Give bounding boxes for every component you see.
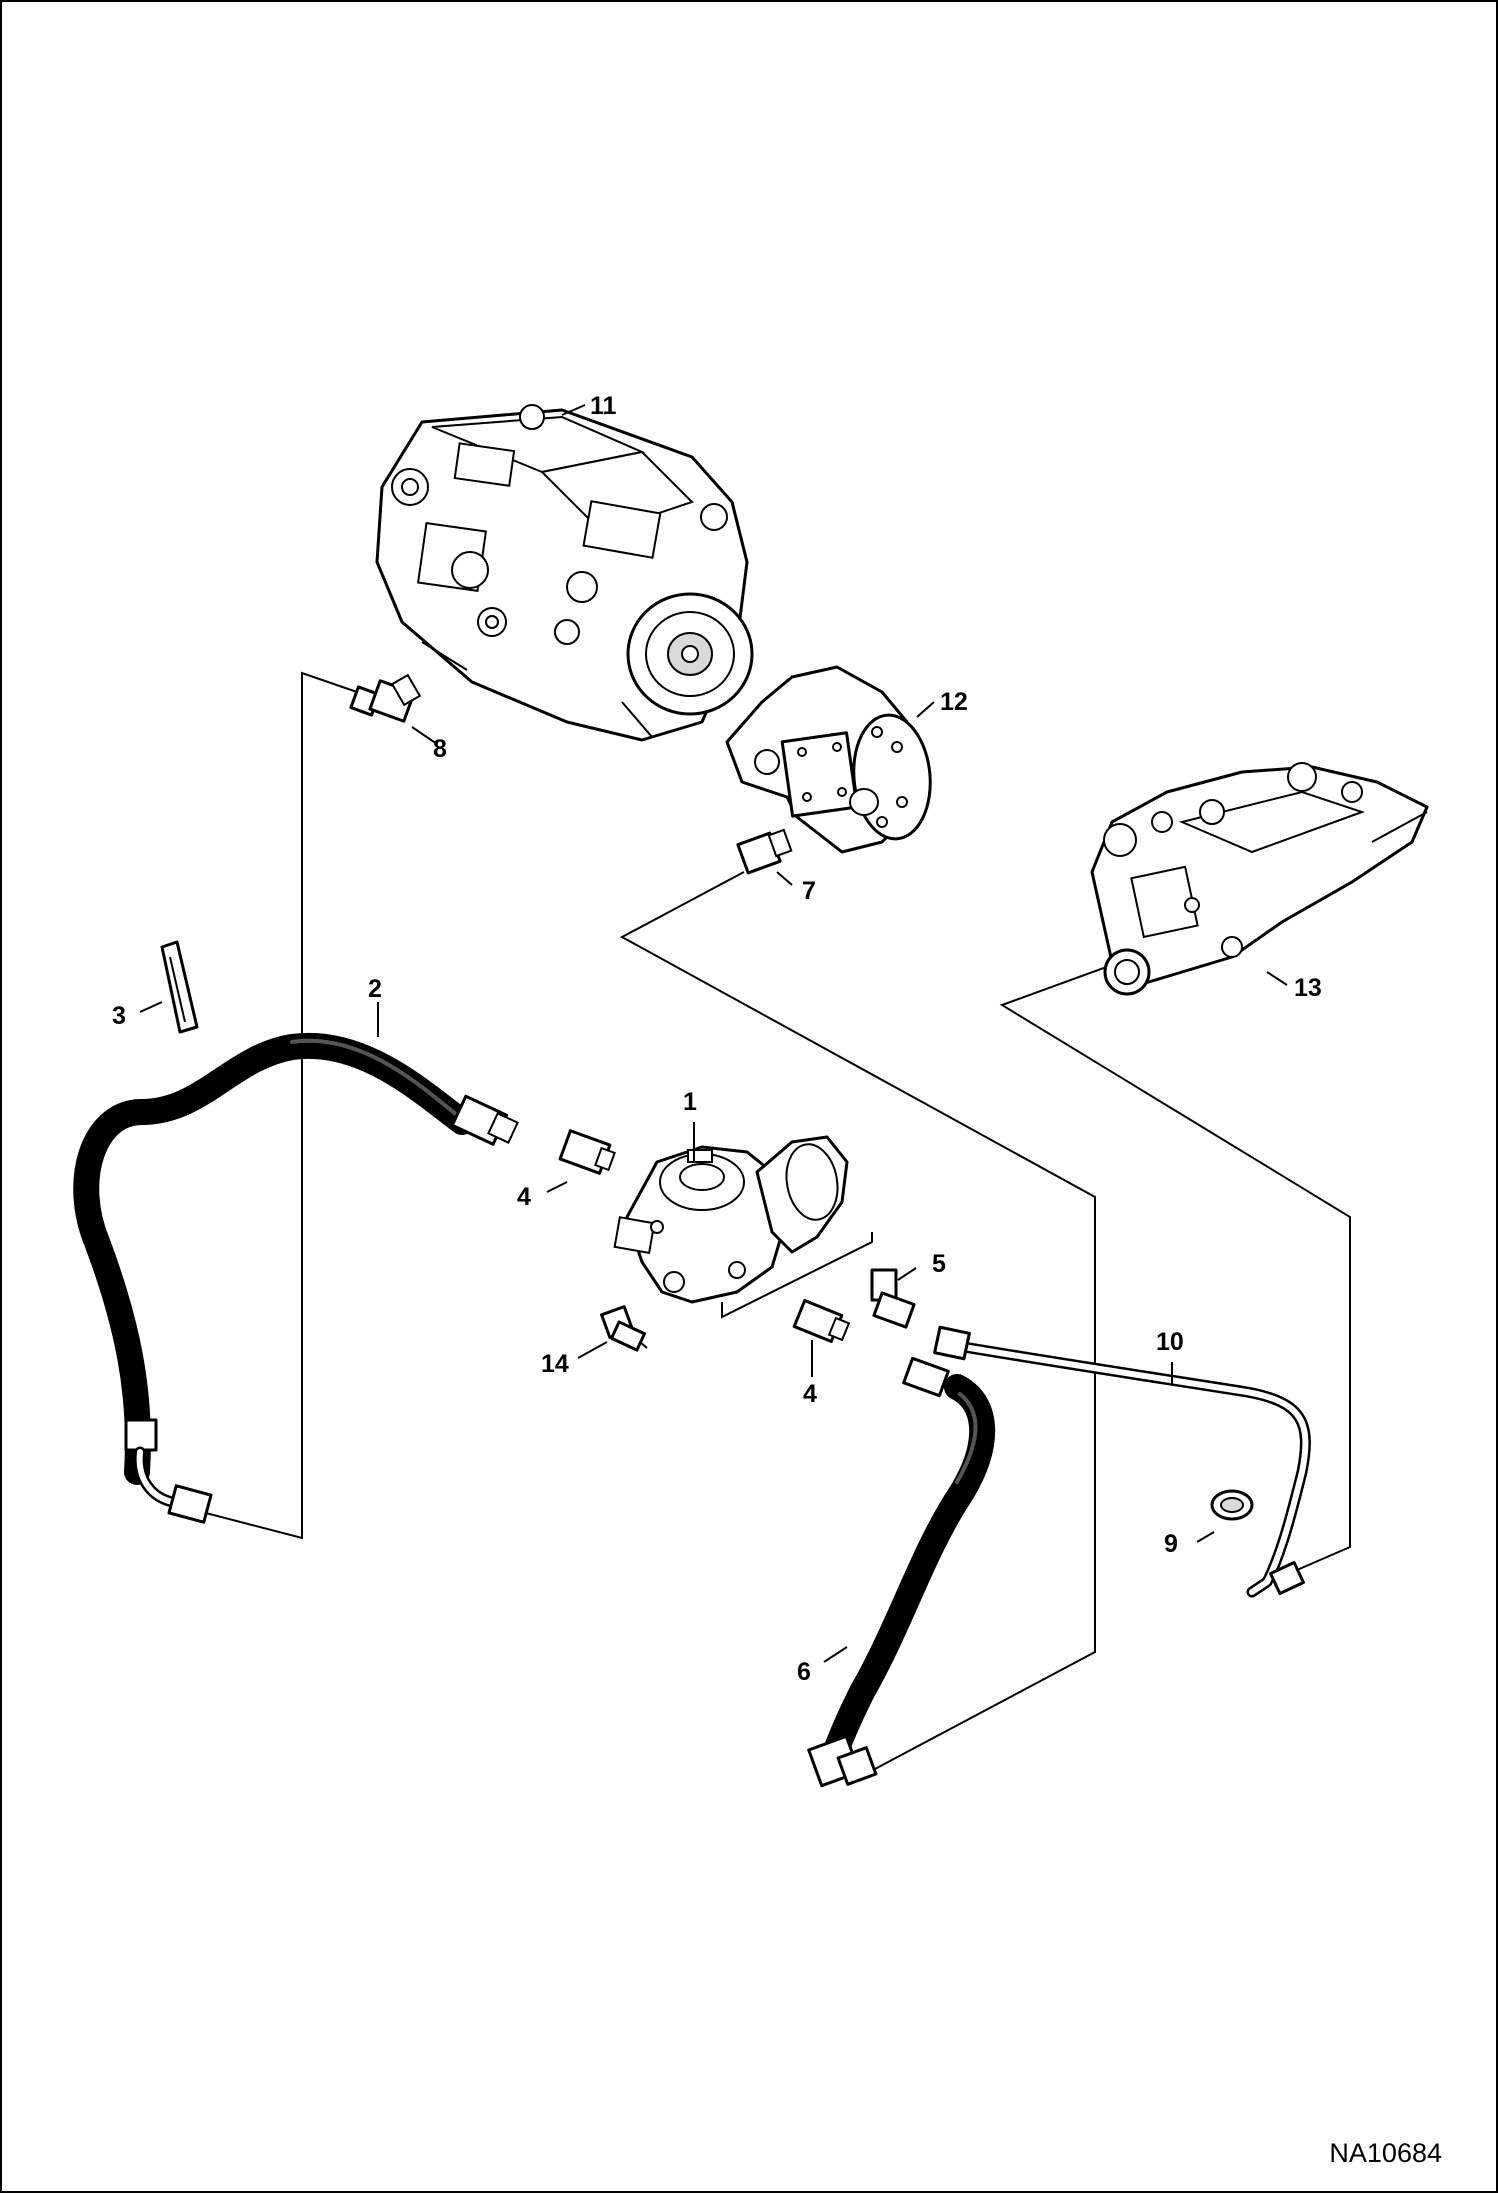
filter-assembly-part-1 (613, 1135, 849, 1304)
callout-5: 5 (932, 1250, 946, 1278)
hydrostatic-pump-part-11 (375, 404, 754, 742)
callout-7: 7 (802, 877, 816, 905)
control-valve-part-13 (1090, 762, 1429, 996)
callout-10: 10 (1156, 1328, 1184, 1356)
callout-11: 11 (590, 392, 617, 420)
leader-11 (561, 404, 586, 416)
callout-13: 13 (1294, 974, 1322, 1002)
adapter-part-4b (792, 1299, 851, 1343)
route-7-to-6 (619, 871, 1096, 1770)
callout-4b: 4 (803, 1380, 817, 1408)
leader-3 (139, 1001, 163, 1013)
clamp-part-3 (160, 940, 199, 1034)
hose-part-2 (73, 1032, 519, 1524)
leader-8 (411, 726, 438, 745)
callouts: 1 2 3 4 4 5 6 7 8 9 10 11 12 13 14 (112, 392, 1322, 1686)
callout-9: 9 (1164, 1530, 1178, 1558)
route-8-to-2 (201, 671, 358, 1540)
leader-7 (776, 871, 793, 886)
elbow-fitting-part-8 (349, 673, 422, 723)
callout-3: 3 (112, 1002, 126, 1030)
leader-4b-bracket (721, 1232, 873, 1319)
callout-6: 6 (797, 1658, 811, 1686)
callout-4a: 4 (517, 1183, 531, 1211)
grommet-part-9 (1210, 1489, 1254, 1521)
leader-lines (139, 404, 1288, 1663)
callout-1: 1 (683, 1088, 697, 1116)
callout-14: 14 (541, 1350, 569, 1378)
route-13-to-10 (999, 944, 1351, 1571)
callout-8: 8 (433, 735, 447, 763)
leader-6 (823, 1646, 848, 1663)
elbow-fitting-part-14 (600, 1305, 648, 1352)
leader-14 (577, 1341, 608, 1359)
leader-5 (897, 1267, 917, 1281)
drawing-number: NA10684 (1329, 2138, 1442, 2168)
leader-4a (546, 1181, 568, 1193)
callout-12: 12 (940, 688, 968, 716)
fitting-part-7 (736, 828, 793, 875)
leader-13 (1266, 971, 1288, 986)
adapter-part-4a (558, 1129, 616, 1175)
tube-part-10 (933, 1325, 1311, 1598)
route-lines (201, 671, 1351, 1770)
callout-2: 2 (368, 975, 382, 1003)
elbow-fitting-part-5 (870, 1268, 916, 1329)
gear-pump-part-12 (725, 665, 932, 854)
leader-9 (1196, 1531, 1215, 1543)
hose-part-6 (807, 1356, 995, 1788)
leader-12 (916, 701, 935, 718)
